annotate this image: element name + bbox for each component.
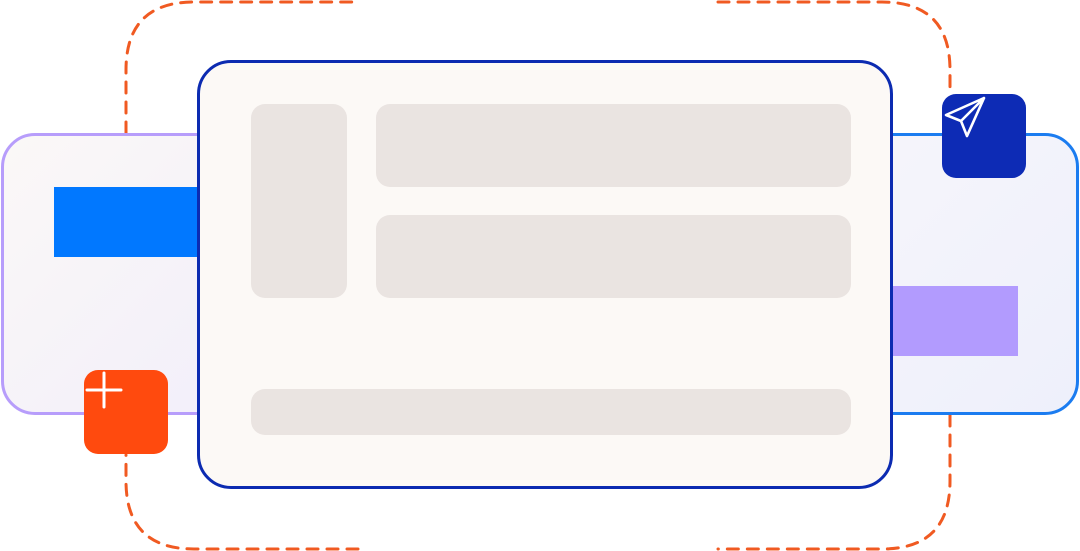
skeleton-footer-bar	[251, 389, 851, 435]
send-button[interactable]	[942, 94, 1026, 178]
back-card-left	[1, 133, 231, 415]
skeleton-row	[376, 104, 851, 187]
purple-bar	[870, 286, 1018, 356]
add-button[interactable]	[84, 370, 168, 454]
skeleton-sidebar-block	[251, 104, 347, 298]
blue-bar	[54, 187, 214, 257]
skeleton-row	[376, 215, 851, 298]
